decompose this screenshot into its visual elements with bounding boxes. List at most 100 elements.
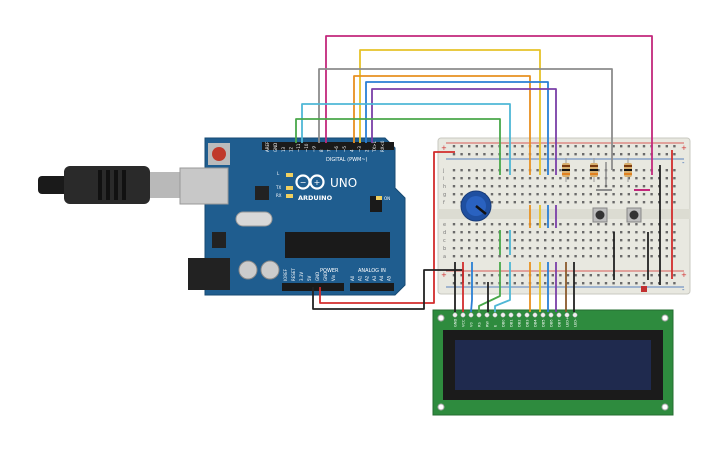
wire-orange-top[interactable] (353, 75, 531, 175)
row-letter: a (443, 254, 446, 260)
breadboard-holes (452, 145, 676, 285)
arduino-logo: − + (295, 174, 325, 190)
lcd-pin[interactable] (508, 312, 514, 318)
crystal (235, 211, 273, 227)
lcd-pin[interactable] (476, 312, 482, 318)
usb-jack (179, 167, 229, 205)
analog-pin-label: A0 (350, 275, 355, 281)
lcd-pin[interactable] (548, 312, 554, 318)
row-letter: b (443, 246, 446, 252)
digital-pin-label: ~10 (304, 143, 309, 152)
lcd-pin-label: DB4 (534, 319, 538, 327)
wire-lcd-v0[interactable] (470, 262, 473, 313)
potentiometer[interactable] (460, 190, 492, 222)
led-on (376, 196, 382, 200)
power-jack (188, 258, 230, 290)
analog-header (350, 283, 394, 291)
wires (295, 35, 673, 313)
lcd-pin-label: LED+ (566, 317, 570, 327)
wire-gray-top[interactable] (318, 68, 613, 170)
digital-pin-label: ~5 (342, 146, 347, 152)
lcd-pin[interactable] (524, 312, 530, 318)
svg-text:−: − (300, 178, 307, 187)
row-letter: h (443, 184, 446, 190)
rail-minus-top: - (682, 159, 685, 167)
digital-pin-label: TX>1 (372, 140, 377, 153)
lcd-pin-label: DB2 (518, 319, 522, 327)
row-letter: j (442, 168, 444, 174)
led-l (286, 173, 293, 177)
lcd-pin[interactable] (572, 312, 578, 318)
wire-magenta-top[interactable] (325, 35, 653, 175)
led-rx-label: RX (276, 193, 282, 198)
lcd-pin-label: DB3 (526, 319, 530, 327)
lcd-pin[interactable] (492, 312, 498, 318)
digital-header (262, 142, 394, 150)
analog-label: ANALOG IN (358, 268, 386, 274)
usb-cable[interactable] (38, 166, 182, 204)
small-red-part (641, 286, 647, 292)
digital-pin-label: ~6 (334, 146, 339, 152)
lcd-pin[interactable] (460, 312, 466, 318)
wire-yellow-top[interactable] (359, 49, 541, 175)
push-button-2[interactable] (626, 207, 642, 223)
rail-plus-bottom: + (681, 271, 687, 279)
lcd-pin[interactable] (468, 312, 474, 318)
wire-green-top[interactable] (295, 118, 501, 175)
power-pin-label: GND (315, 272, 320, 281)
wire-red-power[interactable] (319, 151, 455, 304)
capacitor-1 (238, 260, 258, 280)
digital-pin-label: 12 (289, 146, 294, 152)
analog-pin-label: A5 (387, 275, 392, 281)
wire-lcd-e[interactable] (494, 262, 511, 312)
push-button-1[interactable] (592, 207, 608, 223)
rail-plus-top: + (681, 144, 687, 152)
lcd-pin[interactable] (532, 312, 538, 318)
wire-cyan-top[interactable] (301, 103, 511, 175)
arduino-brand-label: ARDUINO (298, 194, 333, 202)
aref-pin-label: AREF (265, 141, 270, 152)
lcd-pin-label: V0 (470, 322, 474, 327)
lcd-pin-label: DB6 (550, 319, 554, 327)
lcd-pin[interactable] (516, 312, 522, 318)
lcd-pin[interactable] (500, 312, 506, 318)
digital-pin-label: ~3 (357, 146, 362, 152)
resistor-3[interactable] (624, 158, 632, 182)
arduino-model-label: UNO (330, 176, 357, 190)
lcd-pin-label: LED- (574, 318, 578, 327)
arduino-uno-board[interactable]: − + ARDUINO UNO DIGITAL (PWM~) POWER ANA… (179, 137, 406, 296)
lcd-pin[interactable] (556, 312, 562, 318)
resistor-1[interactable] (562, 158, 570, 182)
lcd-pin[interactable] (540, 312, 546, 318)
on-label: ON (384, 196, 390, 201)
digital-pin-label: RX<0 (380, 140, 385, 152)
analog-pin-label: A4 (379, 275, 384, 281)
power-pin-label: 5V (307, 275, 312, 281)
lcd-pin[interactable] (484, 312, 490, 318)
atmega-chip (285, 232, 390, 258)
lcd-pin[interactable] (452, 312, 458, 318)
breadboard-center-channel (438, 209, 690, 219)
reset-button[interactable] (212, 147, 226, 161)
wire-purple-top[interactable] (371, 88, 557, 175)
lcd-pin-label: VCC (462, 319, 466, 327)
power-pin-label: GND (323, 272, 328, 281)
lcd-screen (455, 340, 651, 390)
row-letter: c (443, 238, 446, 244)
lcd-pin[interactable] (564, 312, 570, 318)
resistor-2[interactable] (590, 158, 598, 182)
gnd-pin-label: GND (273, 143, 278, 152)
wire-blue-top[interactable] (365, 81, 549, 175)
led-l-label: L (277, 171, 280, 176)
digital-pin-label: 2 (365, 149, 370, 152)
led-tx-label: TX (275, 185, 281, 190)
wire-lcd-rs[interactable] (478, 262, 501, 312)
usb-cable-strain-relief (38, 176, 68, 194)
lcd-pin-label: DB0 (502, 319, 506, 327)
row-letter: g (443, 192, 446, 198)
